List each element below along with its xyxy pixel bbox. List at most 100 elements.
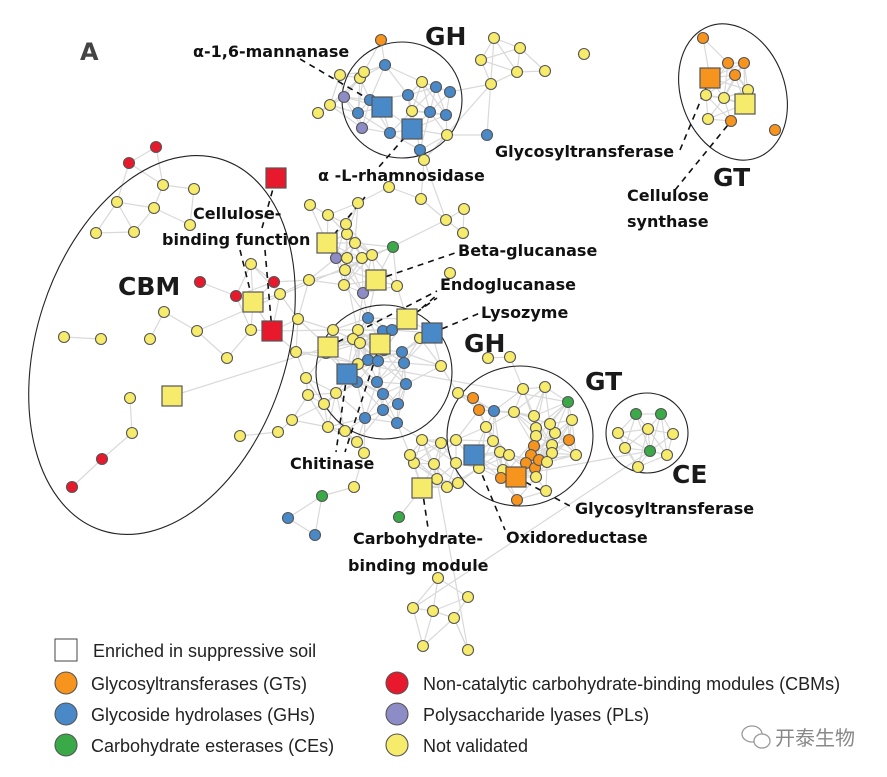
node-not-validated bbox=[415, 75, 429, 89]
annotation-glycosyltransferase-mid: Glycosyltransferase bbox=[575, 499, 754, 518]
node-carbohydrate-esterase bbox=[392, 510, 406, 524]
node-not-validated bbox=[641, 422, 655, 436]
legend-ce-label: Carbohydrate esterases (CEs) bbox=[91, 736, 334, 756]
node-not-validated bbox=[487, 31, 501, 45]
annotation-leader-line bbox=[421, 487, 429, 529]
cluster-outline-ce bbox=[605, 392, 689, 474]
node-not-validated bbox=[439, 213, 453, 227]
network-edge bbox=[250, 263, 281, 295]
network-edge bbox=[538, 423, 551, 461]
enriched-node-not-validated bbox=[365, 269, 387, 291]
annotation-cellulose-binding-line2: binding function bbox=[162, 230, 310, 249]
node-not-validated bbox=[220, 351, 234, 365]
node-not-validated bbox=[539, 484, 553, 498]
node-not-validated bbox=[502, 448, 516, 462]
node-not-validated bbox=[427, 457, 441, 471]
node-not-validated bbox=[183, 218, 197, 232]
node-not-validated bbox=[351, 323, 365, 337]
annotation-carbohydrate-binding-line2: binding module bbox=[348, 556, 489, 575]
enriched-node-glycosyltransferase bbox=[505, 466, 527, 488]
node-not-validated bbox=[357, 65, 371, 79]
network-edge bbox=[423, 159, 447, 221]
node-not-validated bbox=[527, 409, 541, 423]
network-edge bbox=[455, 439, 494, 442]
node-polysaccharide-lyase bbox=[355, 121, 369, 135]
node-not-validated bbox=[529, 470, 543, 484]
node-not-validated bbox=[577, 47, 591, 61]
node-not-validated bbox=[440, 480, 454, 494]
node-not-validated bbox=[147, 201, 161, 215]
node-glycoside-hydrolase bbox=[371, 354, 385, 368]
node-not-validated bbox=[666, 427, 680, 441]
node-glycoside-hydrolase bbox=[361, 353, 375, 367]
node-polysaccharide-lyase bbox=[337, 90, 351, 104]
annotation-endoglucanase: Endoglucanase bbox=[440, 275, 576, 294]
annotation-leader-line bbox=[264, 249, 273, 332]
enriched-node-glycoside-hydrolase bbox=[401, 118, 423, 140]
annotation-leader-line bbox=[327, 290, 438, 348]
node-glycoside-hydrolase bbox=[487, 404, 501, 418]
enriched-node-glycosyltransferase bbox=[699, 67, 721, 89]
enriched-node-glycoside-hydrolase bbox=[421, 322, 443, 344]
network-edge bbox=[422, 610, 434, 647]
enriched-node-cbm bbox=[265, 167, 287, 189]
network-edge bbox=[163, 311, 198, 332]
node-not-validated bbox=[631, 460, 645, 474]
node-glycosyltransferase bbox=[510, 493, 524, 507]
node-not-validated bbox=[717, 91, 731, 105]
cluster-label-gh-top: GH bbox=[425, 22, 466, 51]
node-glycosyltransferase bbox=[724, 114, 738, 128]
node-not-validated bbox=[321, 208, 335, 222]
node-not-validated bbox=[289, 345, 303, 359]
node-glycoside-hydrolase bbox=[395, 345, 409, 359]
cluster-label-gt-mid: GT bbox=[585, 367, 622, 396]
node-not-validated bbox=[321, 420, 335, 434]
cluster-label-gt-top: GT bbox=[713, 163, 750, 192]
network-edge bbox=[153, 207, 191, 226]
node-not-validated bbox=[415, 433, 429, 447]
enriched-node-not-validated bbox=[316, 232, 338, 254]
node-not-validated bbox=[303, 198, 317, 212]
node-not-validated bbox=[510, 65, 524, 79]
node-not-validated bbox=[351, 196, 365, 210]
node-not-validated bbox=[461, 643, 475, 657]
node-glycoside-hydrolase bbox=[376, 403, 390, 417]
network-edge bbox=[63, 336, 102, 340]
network-edge bbox=[297, 318, 334, 331]
node-not-validated bbox=[317, 397, 331, 411]
node-cbm bbox=[229, 289, 243, 303]
node-not-validated bbox=[449, 433, 463, 447]
annotation-cellulose-synthase-line1: Cellulose bbox=[627, 186, 709, 205]
legend-enriched-square-icon bbox=[54, 638, 78, 662]
annotation-leader-line bbox=[375, 252, 456, 281]
node-not-validated bbox=[311, 106, 325, 120]
node-cbm bbox=[267, 275, 281, 289]
network-edge bbox=[384, 64, 423, 83]
network-edge bbox=[314, 495, 323, 536]
cluster-label-ce: CE bbox=[672, 460, 707, 489]
node-glycoside-hydrolase bbox=[370, 375, 384, 389]
node-not-validated bbox=[337, 278, 351, 292]
node-not-validated bbox=[699, 88, 713, 102]
node-not-validated bbox=[434, 436, 448, 450]
annotation-leader-line bbox=[344, 343, 381, 453]
network-edge bbox=[155, 146, 164, 186]
node-not-validated bbox=[339, 217, 353, 231]
node-glycoside-hydrolase bbox=[351, 106, 365, 120]
node-glycoside-hydrolase bbox=[423, 105, 437, 119]
node-glycoside-hydrolase bbox=[443, 85, 457, 99]
network-edge bbox=[384, 64, 409, 96]
annotation-beta-glucanase: Beta-glucanase bbox=[458, 241, 597, 260]
node-not-validated bbox=[403, 448, 417, 462]
wechat-icon bbox=[741, 725, 771, 749]
node-not-validated bbox=[538, 64, 552, 78]
node-not-validated bbox=[507, 405, 521, 419]
node-not-validated bbox=[406, 601, 420, 615]
node-glycosyltransferase bbox=[728, 68, 742, 82]
node-not-validated bbox=[430, 472, 444, 486]
network-edge bbox=[422, 617, 455, 647]
node-glycoside-hydrolase bbox=[383, 126, 397, 140]
network-edge bbox=[329, 104, 363, 129]
node-not-validated bbox=[426, 604, 440, 618]
node-not-validated bbox=[291, 312, 305, 326]
